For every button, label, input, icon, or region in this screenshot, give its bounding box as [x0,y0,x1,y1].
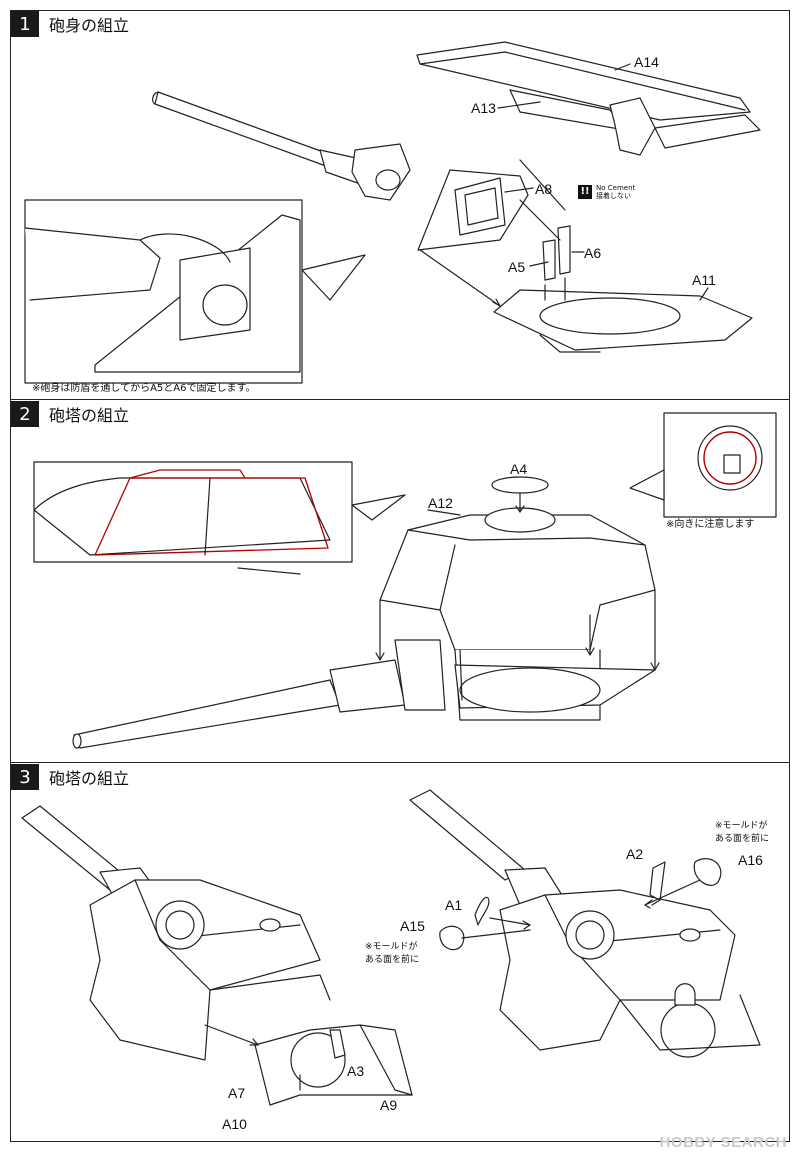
step-1-note: ※砲身は防盾を通してからA5とA6で固定します。 [32,383,256,394]
a16-mold-note-line2: ある面を前に [715,834,770,844]
step-1-drawing [24,41,761,384]
part-label-a10: A10 [222,1116,247,1132]
a16-mold-note: ※モールドが ある面を前に [715,820,769,846]
part-label-a16: A16 [738,852,763,868]
no-cement-note: !! No Cement 接着しない [578,184,635,200]
part-label-a14: A14 [634,54,659,70]
step-2-title: 砲塔の組立 [49,406,130,425]
step-divider-1 [10,399,790,400]
no-cement-label-en: No Cement [596,184,636,192]
step-3-header: 3 砲塔の組立 [11,764,129,790]
part-label-a2: A2 [626,846,644,862]
step-3-title: 砲塔の組立 [49,769,130,788]
step-3-number: 3 [11,764,39,790]
part-label-a1: A1 [445,897,463,913]
part-label-a4: A4 [510,461,528,477]
part-label-a13: A13 [471,100,496,116]
part-label-a11: A11 [692,272,716,288]
a16-mold-note-line1: ※モールドが [715,821,768,831]
page-frame [10,10,790,1142]
a15-mold-note-line2: ある面を前に [365,955,420,965]
step-2-orientation-note: ※向きに注意します [666,519,755,530]
step-1-header: 1 砲身の組立 [11,11,129,37]
no-cement-label-jp: 接着しない [596,192,631,200]
watermark: HOBBY SEARCH [659,1134,787,1151]
a15-mold-note-line1: ※モールドが [365,942,418,952]
part-label-a3: A3 [347,1063,365,1079]
step-1-number: 1 [11,11,39,37]
part-label-a9: A9 [380,1097,398,1113]
step-2-number: 2 [11,401,39,427]
step-divider-2 [10,762,790,763]
part-label-a15: A15 [400,918,425,934]
a15-mold-note: ※モールドが ある面を前に [365,941,419,967]
step-3-drawing [21,789,761,1106]
part-label-a7: A7 [228,1085,246,1101]
step-2-header: 2 砲塔の組立 [11,401,129,427]
step-2-drawing [33,412,777,749]
part-label-a5: A5 [508,259,526,275]
part-label-a8: A8 [535,181,553,197]
part-label-a6: A6 [584,245,602,261]
step-1-title: 砲身の組立 [49,16,130,35]
part-label-a12: A12 [428,495,453,511]
warning-icon: !! [578,185,592,199]
